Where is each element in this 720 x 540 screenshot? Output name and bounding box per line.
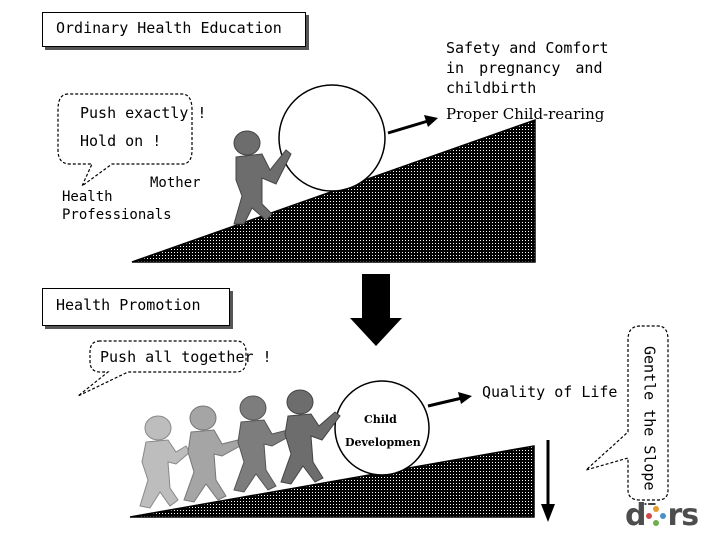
ball-child: Child [364, 413, 397, 426]
bubble-push-all-together: Push all together ! [100, 348, 272, 366]
quality-of-life: Quality of Life [482, 383, 618, 401]
gentle-speech-bubble [585, 325, 669, 501]
child-figure-icon [139, 415, 191, 509]
bottom-slope [129, 445, 535, 518]
top-arrow-icon [387, 115, 438, 135]
proper-child-rearing: Proper Child-rearing [446, 105, 605, 123]
health-promotion-box [42, 288, 230, 326]
logo-text-post: rs [667, 498, 699, 533]
logo-dots-icon [646, 506, 667, 526]
bottom-title: Health Promotion [56, 296, 201, 314]
bubble-push-exactly: Push exactly ! [80, 104, 207, 122]
dors-logo: d rs [625, 498, 699, 533]
health-professionals-line2: Professionals [62, 207, 172, 223]
bubble-hold-on: Hold on ! [80, 132, 162, 150]
ball-development: Developmen [345, 436, 421, 449]
safety-line2: in pregnancy and [446, 59, 603, 77]
top-title: Ordinary Health Education [56, 19, 282, 37]
top-speech-bubble [57, 93, 193, 188]
bottom-arrow-icon [427, 392, 472, 408]
mother-figure-icon [233, 130, 292, 225]
bottom-speech-bubble [77, 340, 247, 397]
down-arrow-icon [350, 274, 402, 346]
health-professionals-line1: Health [62, 189, 113, 205]
bottom-ball [334, 380, 430, 476]
adult-figure-2-icon [233, 395, 291, 493]
mother-figure-2-icon [280, 389, 341, 485]
top-ball [278, 84, 386, 192]
adult-figure-1-icon [183, 405, 241, 503]
ordinary-health-education-box [42, 12, 306, 47]
safety-line1: Safety and Comfort [446, 39, 609, 57]
mother-label: Mother [150, 175, 201, 191]
safety-line3: childbirth [446, 79, 537, 97]
slope-down-arrow-icon [541, 440, 555, 522]
logo-text-pre: d [625, 498, 647, 533]
gentle-the-slope: Gentle the Slope ! [640, 346, 659, 509]
